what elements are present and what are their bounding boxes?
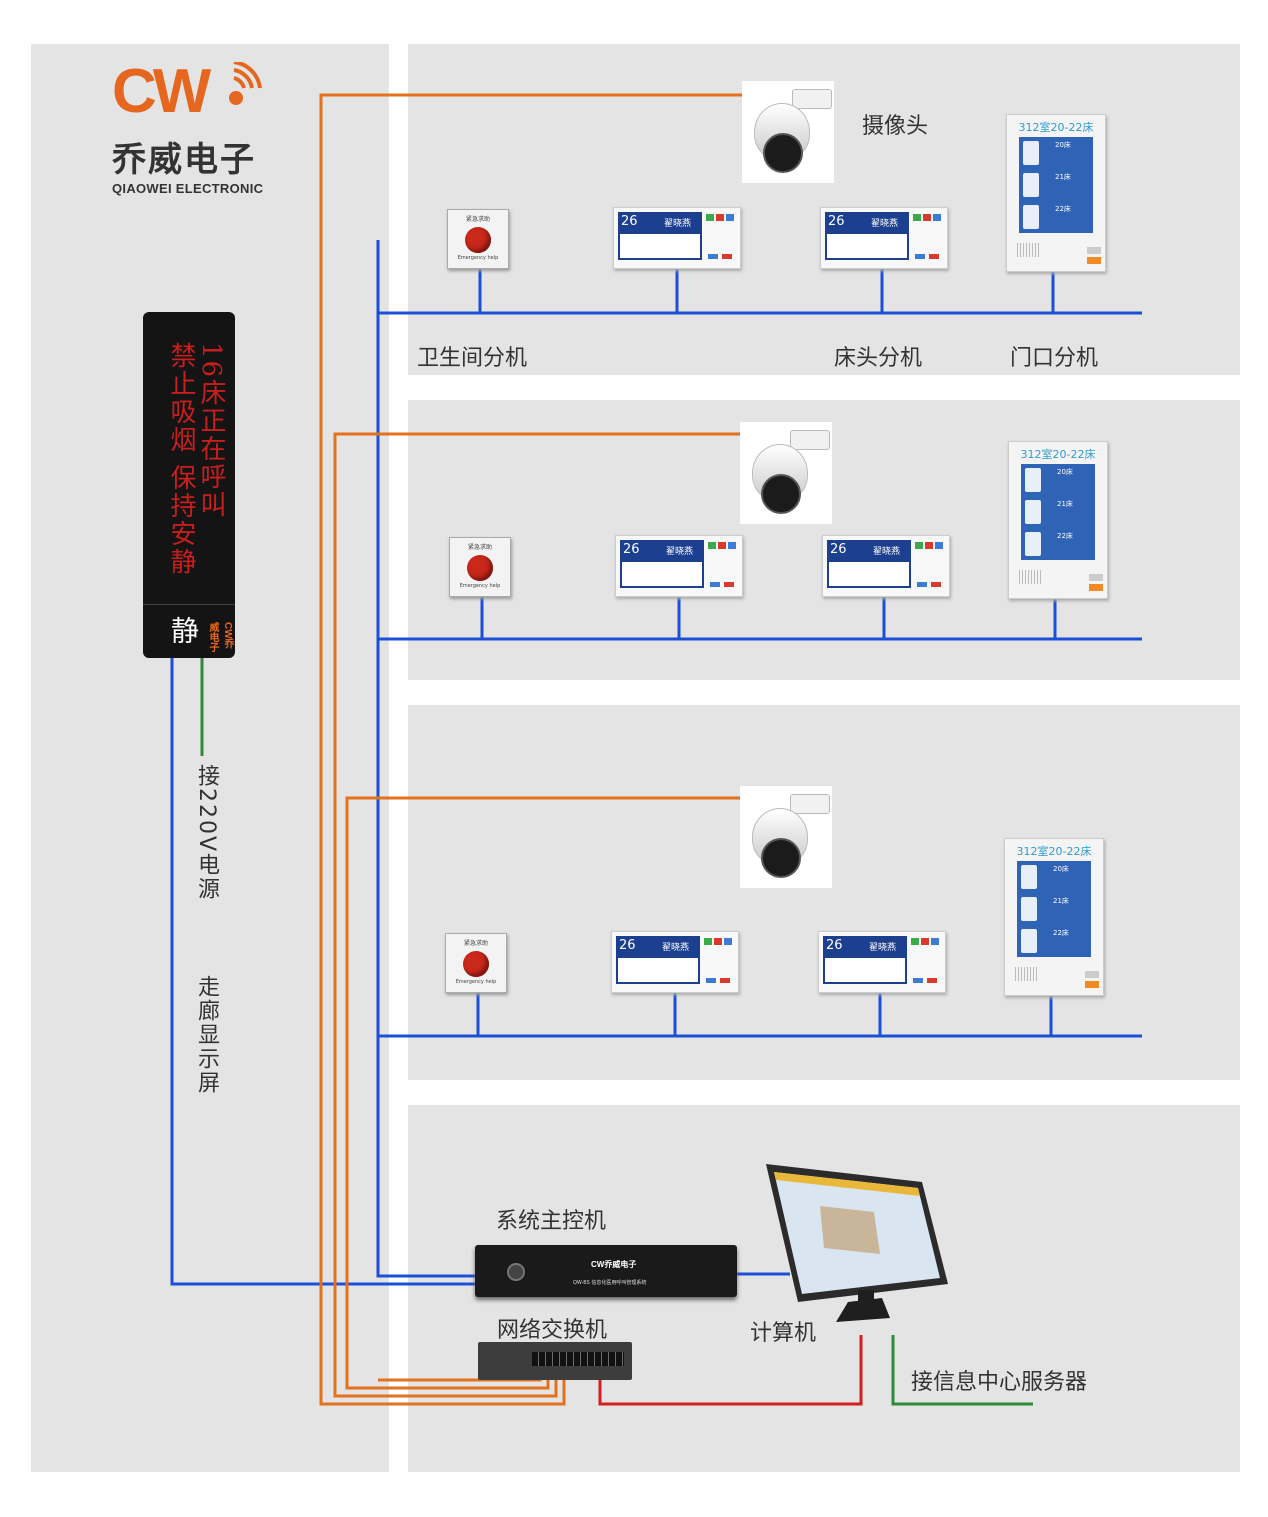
led-line-2: 禁止吸烟 保持安静 xyxy=(166,342,196,577)
door-unit-2: 312室20-22床 20床 21床 22床 xyxy=(1008,441,1108,599)
network-switch xyxy=(478,1342,632,1380)
label-computer: 计算机 xyxy=(750,1321,817,1346)
label-bedside-unit: 床头分机 xyxy=(834,346,923,371)
label-door-unit: 门口分机 xyxy=(1010,346,1099,371)
company-logo: CW 乔威电子 QIAOWEI ELECTRONIC xyxy=(112,57,282,197)
label-toilet-unit: 卫生间分机 xyxy=(417,346,528,371)
blue-trunk xyxy=(376,240,476,1278)
logo-name-en: QIAOWEI ELECTRONIC xyxy=(112,181,264,196)
label-power: 接220V电源 xyxy=(194,764,219,902)
camera-1 xyxy=(742,81,834,183)
left-panel xyxy=(31,44,389,1472)
door-unit-1: 312室20-22床 20床 21床 22床 xyxy=(1006,114,1106,272)
camera-2 xyxy=(740,422,832,524)
door-unit-3: 312室20-22床 20床 21床 22床 xyxy=(1004,838,1104,996)
main-controller: CW乔威电子 QW-BS 信息化医用呼叫管理系统 xyxy=(475,1245,737,1297)
camera-3 xyxy=(740,786,832,888)
corridor-display: 16床正在呼叫 禁止吸烟 保持安静 静 CW乔威电子 xyxy=(143,312,235,658)
computer-monitor xyxy=(766,1164,948,1322)
label-camera: 摄像头 xyxy=(862,114,929,139)
led-big-char: 静 xyxy=(167,616,200,644)
led-brand: CW乔威电子 xyxy=(207,622,233,652)
logo-mark: CW xyxy=(112,57,211,126)
led-line-1: 16床正在呼叫 xyxy=(196,342,226,520)
logo-name-cn: 乔威电子 xyxy=(112,140,256,180)
signal-icon xyxy=(229,62,262,105)
label-network-switch: 网络交换机 xyxy=(497,1318,608,1343)
label-main-controller: 系统主控机 xyxy=(496,1209,607,1234)
label-info-center: 接信息中心服务器 xyxy=(911,1370,1088,1395)
label-corridor-screen: 走廊显示屏 xyxy=(194,975,219,1095)
